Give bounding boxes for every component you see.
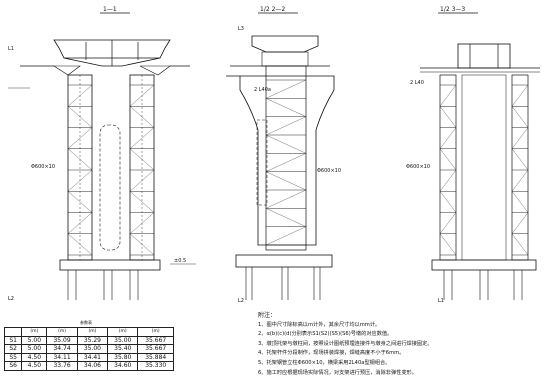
- table-cell: 34.06: [76, 361, 109, 371]
- view-3-3: 1/2 3—3 Φ600×10 2 L40 L1: [406, 6, 540, 304]
- table-cell: 35.667: [137, 344, 174, 354]
- view-2-2: 1/2 2—2 Φ600×10 2 L40a L3 L2: [226, 6, 341, 304]
- table-cell: 35.29: [76, 335, 109, 345]
- note-item: 3、墩顶托架与墩柱间，按照设计图纸预埋连接件与墩身之间进行焊接固定。: [258, 340, 433, 347]
- table-cell: (m): [46, 327, 78, 337]
- view-3-base-label: 2 L40: [410, 80, 424, 86]
- table-cell: 4.50: [21, 361, 48, 371]
- view-2-girder: [251, 35, 319, 53]
- table-cell: [3, 327, 23, 337]
- view-1-label-bottom: L2: [8, 296, 14, 302]
- view-1-1: 1—1 Φ600×10 L1 L2: [8, 6, 190, 302]
- note-item: 6、施工时应根据现场实际情况，对支架进行预压，消除非弹性变形。: [258, 369, 417, 376]
- view-2-label-bottom: L2: [238, 298, 244, 304]
- table-cell: 34.74: [46, 344, 78, 354]
- view-2-pier: [226, 75, 335, 246]
- table-cell: 35.330: [137, 361, 174, 371]
- table-cell: 34.41: [76, 352, 109, 362]
- table-cell: 33.76: [46, 361, 78, 371]
- table-cell: 35.884: [137, 352, 174, 362]
- table-cell: 35.667: [137, 335, 174, 345]
- view-3-side-label: Φ600×10: [406, 164, 430, 170]
- table-cell: 5.00: [21, 335, 48, 345]
- view-3-girder: [457, 43, 511, 69]
- table-cell: S5: [3, 352, 23, 362]
- table-cell: 35.00: [76, 344, 109, 354]
- view-1-girder: [53, 39, 171, 67]
- note-item: 4、托架杆件分段制作，现场拼装焊接，焊缝高度不小于6mm。: [258, 350, 405, 357]
- table-cell: 34.11: [46, 352, 78, 362]
- table-cell: (m): [76, 327, 109, 337]
- table-cell: S1: [3, 335, 23, 345]
- table-cell: 5.00: [21, 344, 48, 354]
- view-2-title: 1/2 2—2: [260, 6, 285, 13]
- table-title: 参数表: [80, 320, 92, 325]
- view-1-label-top: L1: [8, 46, 14, 52]
- table-cell: 35.40: [107, 344, 139, 354]
- notes-heading: 附注：: [258, 312, 277, 319]
- view-2-base-label: 2 L40a: [254, 87, 271, 93]
- table-cell: S2: [3, 344, 23, 354]
- view-2-side-label: Φ600×10: [317, 168, 341, 174]
- note-item: 2、α(b)(c)(d)分别表示S1(S2)(S5)(S6)号墩的对应数值。: [258, 331, 393, 338]
- table-cell: (m): [21, 327, 48, 337]
- table-cell: (m): [107, 327, 139, 337]
- table-cell: 34.60: [107, 361, 139, 371]
- table-cell: 4.50: [21, 352, 48, 362]
- reference-mark: ±0.5: [174, 258, 186, 264]
- table-cell: 35.09: [46, 335, 78, 345]
- note-item: 5、托架钢管立柱Φ600×10，横梁采用2L40a型钢组合。: [258, 359, 391, 366]
- notes-block: 附注： 1、图中尺寸除标高以m计外，其余尺寸均以mm计。 2、α(b)(c)(d)…: [258, 311, 558, 378]
- table-cell: 35.00: [107, 335, 139, 345]
- table-cell: S6: [3, 361, 23, 371]
- view-1-title: 1—1: [103, 6, 117, 13]
- table-row: (m)(m)(m)(m)(m): [3, 327, 174, 337]
- view-3-title: 1/2 3—3: [440, 6, 465, 13]
- view-1-side-label: Φ600×10: [31, 164, 55, 170]
- view-3-label-bottom: L1: [438, 298, 444, 304]
- note-item: 1、图中尺寸除标高以m计外，其余尺寸均以mm计。: [258, 321, 381, 328]
- table-cell: (m): [137, 327, 174, 337]
- view-2-label-top: L3: [238, 26, 244, 32]
- table-cell: 35.80: [107, 352, 139, 362]
